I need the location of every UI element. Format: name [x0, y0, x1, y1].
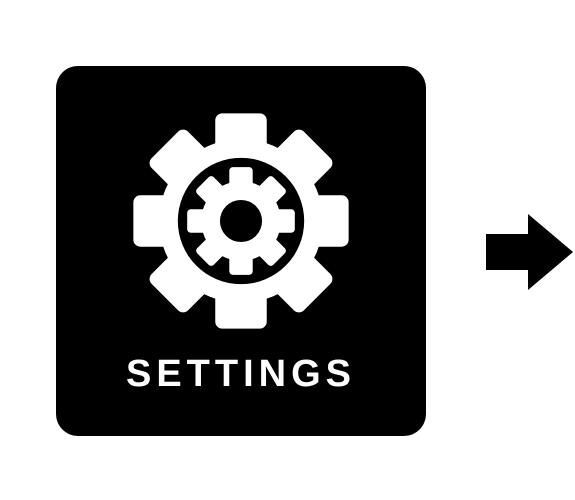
settings-label: SETTINGS: [125, 353, 357, 395]
gear-icon: [133, 113, 349, 329]
arrow-right-icon: [486, 214, 573, 290]
settings-button[interactable]: SETTINGS: [56, 66, 426, 436]
